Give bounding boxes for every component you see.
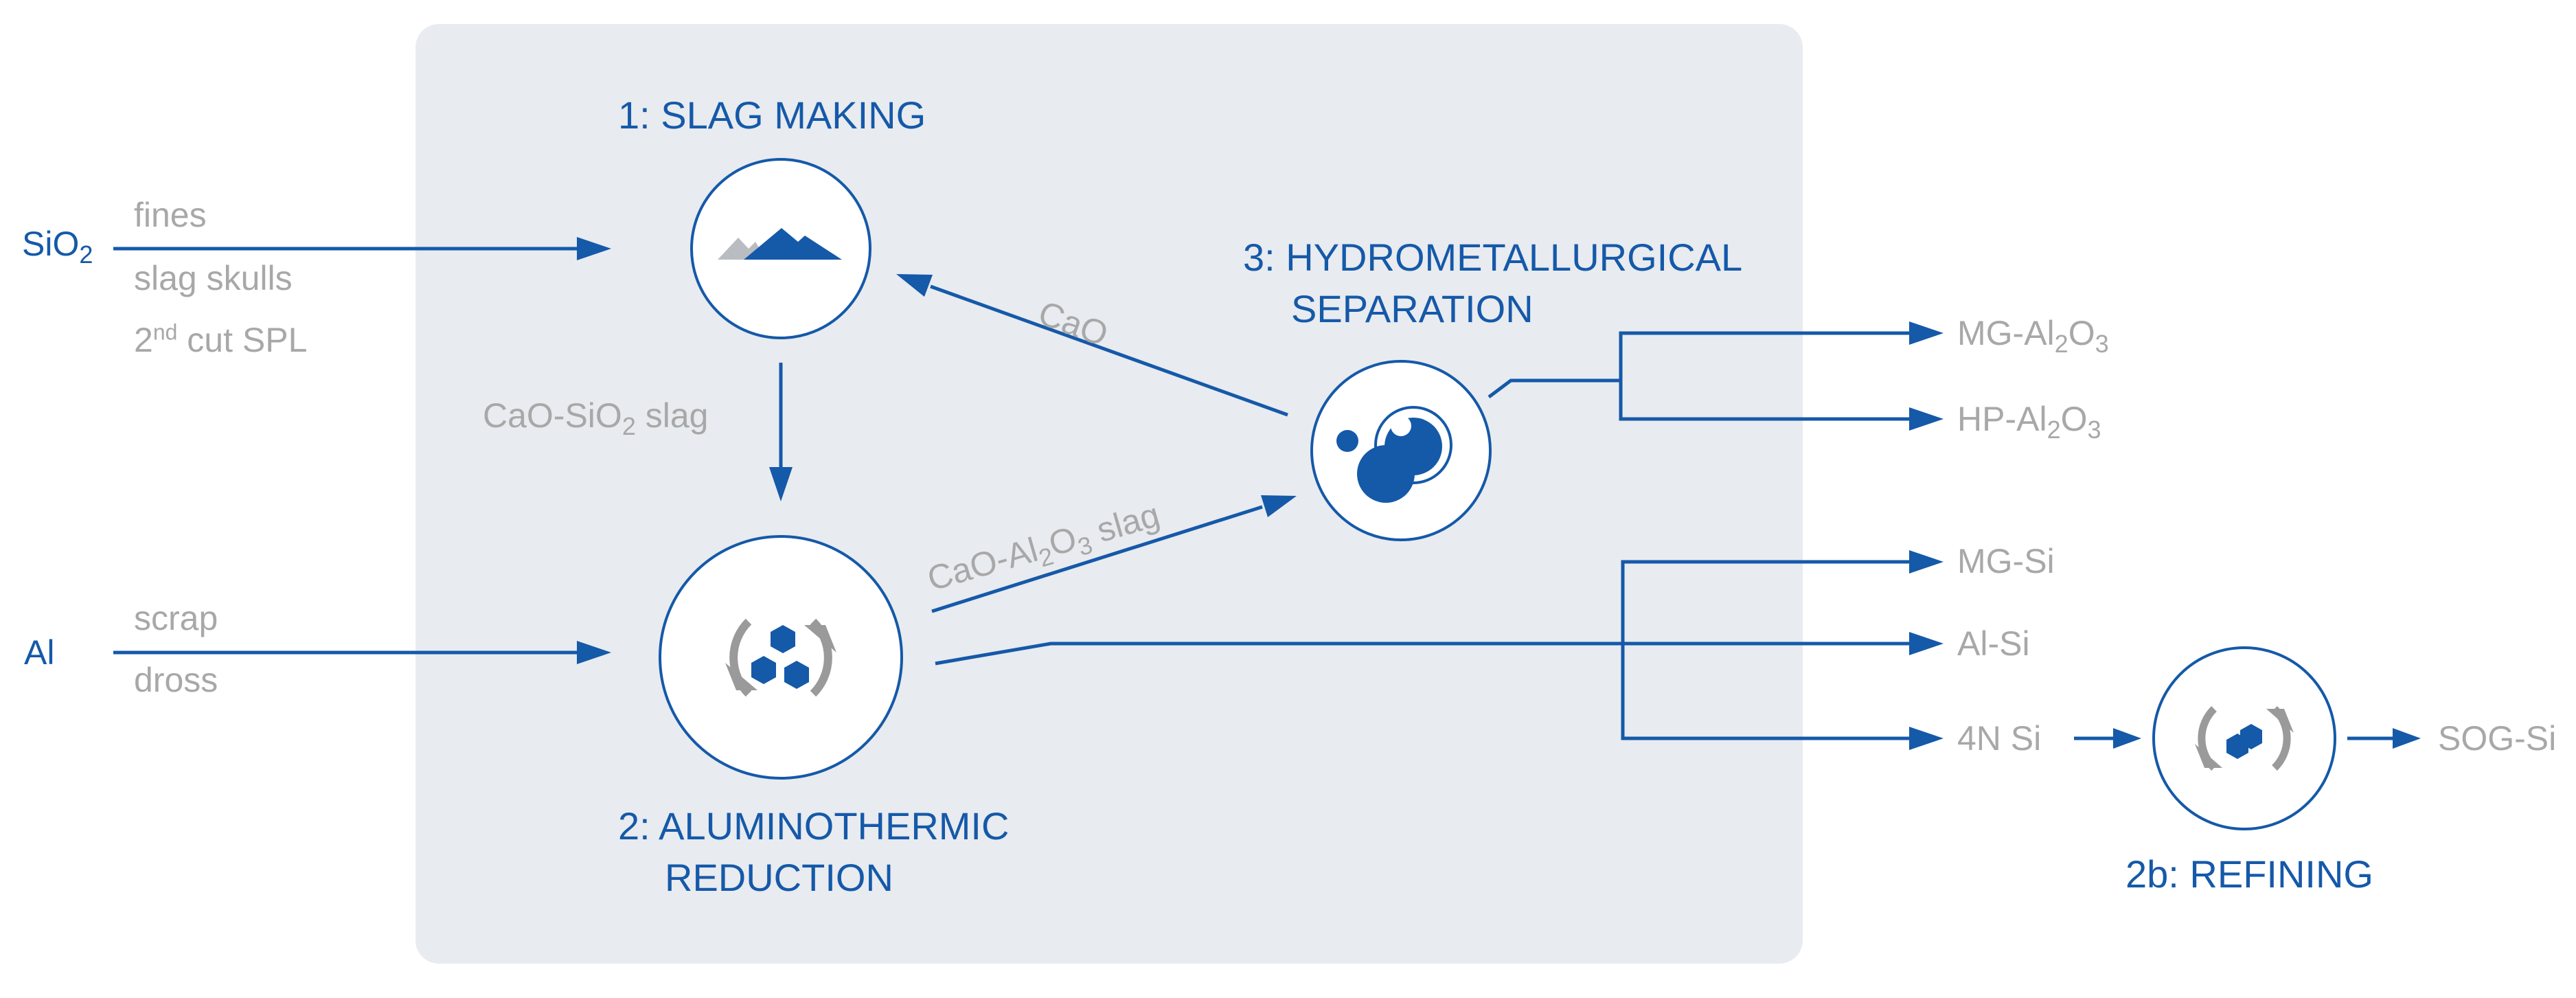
al-si-output: Al-Si xyxy=(1957,624,2030,663)
al-si-arrow xyxy=(935,642,1909,666)
slag-making-node xyxy=(690,158,871,339)
process-panel xyxy=(415,24,1803,964)
connector-lines xyxy=(113,247,2395,740)
refining-cycle-icon xyxy=(2195,706,2294,771)
sio2-source-slag-skulls: slag skulls xyxy=(134,259,293,297)
mg-si-arrow xyxy=(1621,560,1909,644)
aluminothermic-title-line2: REDUCTION xyxy=(665,856,893,899)
mg-al2o3-output: MG-Al2O3 xyxy=(1957,314,2109,358)
al-source-dross: dross xyxy=(134,661,218,699)
cao-sio2-slag-label: CaO-SiO2 slag xyxy=(483,396,709,440)
bubbles-icon xyxy=(1336,406,1452,503)
slag-making-title: 1: SLAG MAKING xyxy=(618,93,926,137)
mg-si-output: MG-Si xyxy=(1957,542,2055,580)
sio2-source-fines: fines xyxy=(134,196,207,234)
cao-return-arrow xyxy=(930,284,1288,417)
sog-si-output: SOG-Si xyxy=(2438,719,2557,758)
mg-al2o3-arrow xyxy=(1488,331,1909,398)
hydrometallurgical-title-line2: SEPARATION xyxy=(1291,287,1534,330)
refining-node xyxy=(2152,646,2336,830)
arrowheads xyxy=(577,237,2421,750)
cao-al2o3-slag-arrow xyxy=(931,505,1263,613)
aluminothermic-node xyxy=(659,535,903,780)
refining-title: 2b: REFINING xyxy=(2125,852,2373,896)
hydrometallurgical-node xyxy=(1310,360,1492,541)
4n-si-arrow xyxy=(1621,644,1909,740)
hydrometallurgical-title-line1: 3: HYDROMETALLURGICAL xyxy=(1243,236,1743,279)
recycle-hexagons-icon xyxy=(725,618,836,697)
aluminothermic-title-line1: 2: ALUMINOTHERMIC xyxy=(618,804,1010,848)
sio2-label: SiO2 xyxy=(22,225,93,269)
hp-al2o3-arrow xyxy=(1619,381,1909,421)
al-label: Al xyxy=(24,633,55,672)
4n-si-output: 4N Si xyxy=(1957,719,2042,758)
hp-al2o3-output: HP-Al2O3 xyxy=(1957,400,2101,444)
sio2-source-spl: 2nd cut SPL xyxy=(134,319,308,359)
al-source-scrap: scrap xyxy=(134,599,218,637)
mountains-icon xyxy=(718,228,842,260)
